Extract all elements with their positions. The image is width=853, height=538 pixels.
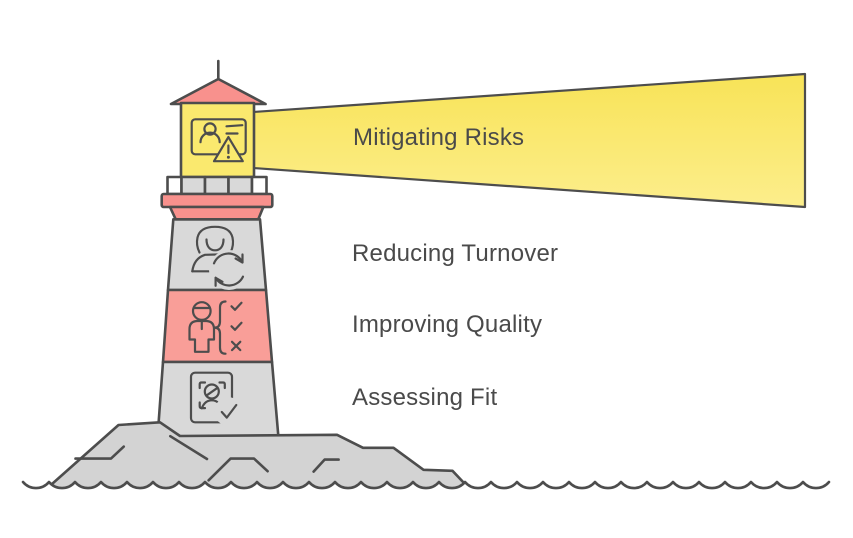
section-label-turnover: Reducing Turnover bbox=[352, 240, 559, 267]
gallery-ledge bbox=[160, 192, 274, 209]
water-waves bbox=[21, 480, 831, 538]
rock-crack bbox=[312, 458, 340, 473]
section-label-quality: Improving Quality bbox=[352, 311, 543, 338]
gallery-railing bbox=[166, 175, 268, 196]
lighthouse-roof bbox=[169, 77, 267, 106]
rock-crack bbox=[207, 457, 269, 482]
person-refresh-icon bbox=[191, 225, 249, 290]
section-label-fit: Assessing Fit bbox=[352, 384, 498, 411]
id-badge-check-icon bbox=[189, 371, 243, 426]
tower-collar bbox=[168, 205, 265, 221]
rock-crack bbox=[169, 434, 209, 461]
rock-crack bbox=[74, 445, 126, 460]
rocks bbox=[50, 421, 466, 495]
light-beam bbox=[251, 72, 807, 209]
person-checklist-icon bbox=[188, 300, 243, 355]
id-card-warning-icon bbox=[190, 118, 247, 163]
beam-label: Mitigating Risks bbox=[353, 124, 525, 151]
